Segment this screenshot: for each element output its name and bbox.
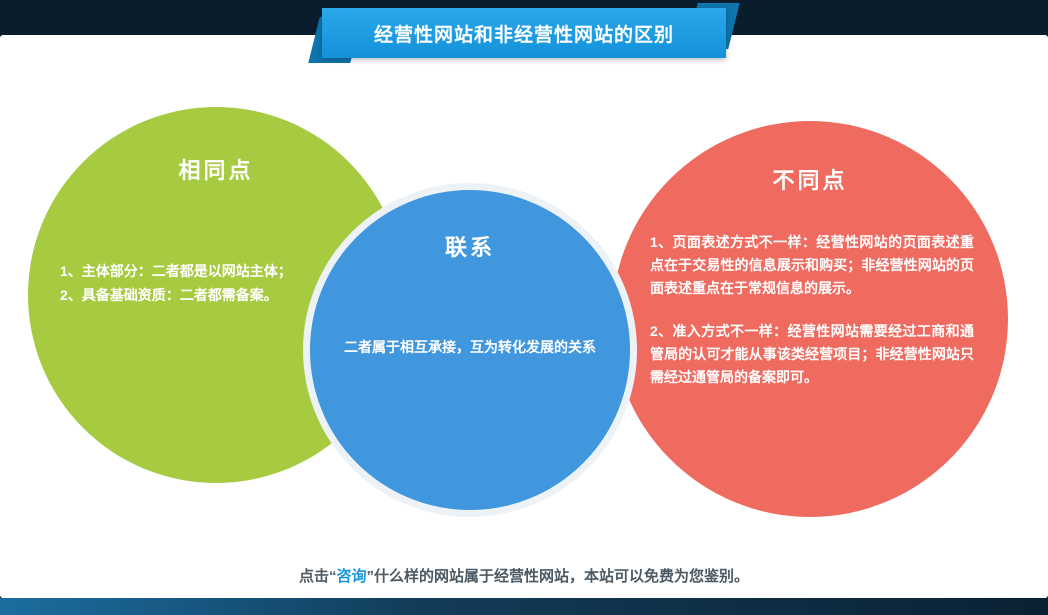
differences-list: 1、页面表述方式不一样：经营性网站的页面表述重点在于交易性的信息展示和购买；非经… — [650, 231, 974, 389]
similarities-item-1: 1、主体部分：二者都是以网站主体； — [60, 263, 292, 279]
differences-title: 不同点 — [772, 168, 848, 193]
similarities-item-2: 2、具备基础资质：二者都需备案。 — [60, 287, 278, 303]
similarities-title: 相同点 — [178, 158, 254, 183]
differences-item-2: 2、准入方式不一样：经营性网站需要经过工商和通管局的认可才能从事该类经营项目；非… — [650, 323, 974, 385]
differences-circle: 不同点 1、页面表述方式不一样：经营性网站的页面表述重点在于交易性的信息展示和购… — [612, 121, 1008, 517]
connection-text: 二者属于相互承接，互为转化发展的关系 — [344, 339, 596, 355]
consult-link[interactable]: 咨询 — [336, 568, 367, 585]
page-title: 经营性网站和非经营性网站的区别 — [373, 24, 674, 46]
connection-title: 联系 — [444, 235, 495, 260]
footer-text-prefix: 点击“ — [298, 568, 337, 585]
similarities-list: 1、主体部分：二者都是以网站主体； 2、具备基础资质：二者都需备案。 — [60, 259, 375, 307]
connection-circle: 联系 二者属于相互承接，互为转化发展的关系 — [303, 183, 637, 517]
footer-note: 点击“咨询”什么样的网站属于经营性网站，本站可以免费为您鉴别。 — [0, 565, 1048, 586]
ribbon-face: 经营性网站和非经营性网站的区别 — [322, 8, 726, 58]
bottom-gradient-bar — [0, 598, 1048, 615]
footer-text-suffix: ”什么样的网站属于经营性网站，本站可以免费为您鉴别。 — [366, 568, 750, 585]
title-ribbon: 经营性网站和非经营性网站的区别 — [308, 3, 740, 63]
differences-item-1: 1、页面表述方式不一样：经营性网站的页面表述重点在于交易性的信息展示和购买；非经… — [650, 234, 974, 296]
